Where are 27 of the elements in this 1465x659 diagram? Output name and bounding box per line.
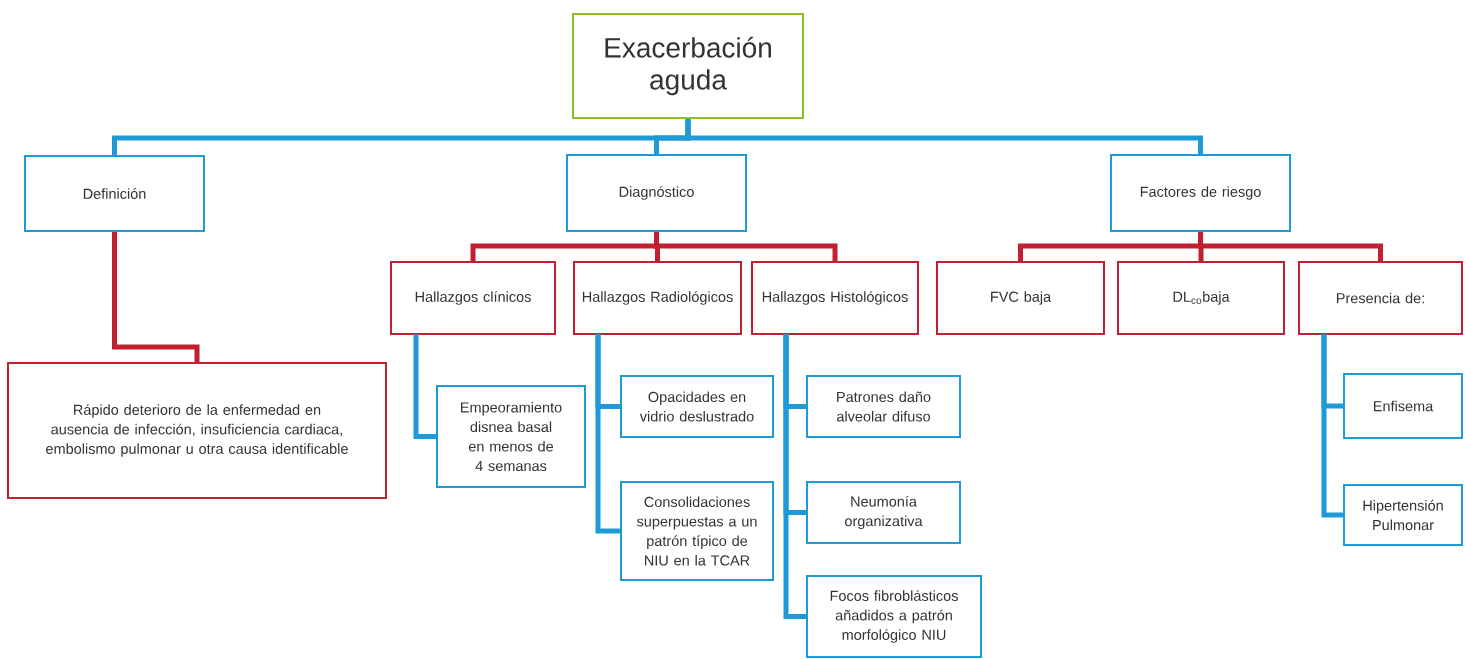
- text-box: Definición: [24, 155, 205, 232]
- text-box: Hallazgos Histológicos: [751, 261, 919, 335]
- text-box: Neumonía organizativa: [806, 481, 961, 544]
- text-box: DL$_{co}$baja: [1117, 261, 1285, 335]
- connector-line: [654, 232, 838, 261]
- text-box: FVC baja: [936, 261, 1105, 335]
- text-box: Rápido deterioro de la enfermedad en ausencia de infección, insuficiencia cardiaca, embolismo pulmonar u otra causa identificable: [7, 362, 387, 499]
- connector-line: [1198, 232, 1383, 261]
- connector-line: [1321, 334, 1343, 518]
- text-box: Focos fibroblásticos añadidos a patrón morfológico NIU: [806, 575, 982, 658]
- text-box: Opacidades en vidrio deslustrado: [620, 375, 774, 438]
- text-box: Enfisema: [1343, 373, 1463, 439]
- title-box: Exacerbación aguda: [572, 13, 804, 119]
- text-box: Empeoramiento disnea basal en menos de 4 semanas: [436, 385, 586, 488]
- connector-line: [112, 232, 200, 362]
- connector-line: [685, 119, 1203, 154]
- connector-line: [595, 334, 620, 534]
- text-box: Patrones daño alveolar difuso: [806, 375, 961, 438]
- text-box: Factores de riesgo: [1110, 154, 1291, 232]
- text-box: Hallazgos clínicos: [390, 261, 556, 335]
- text-box: Presencia de:: [1298, 261, 1463, 335]
- text-box: Diagnóstico: [566, 154, 747, 232]
- connector-line: [783, 334, 806, 619]
- text-box: Consolidaciones superpuestas a un patrón típico de NIU en la TCAR: [620, 481, 774, 581]
- connector-line: [413, 334, 436, 439]
- text-box: Hipertensión Pulmonar: [1343, 484, 1463, 546]
- text-box: Hallazgos Radiológicos: [573, 261, 742, 335]
